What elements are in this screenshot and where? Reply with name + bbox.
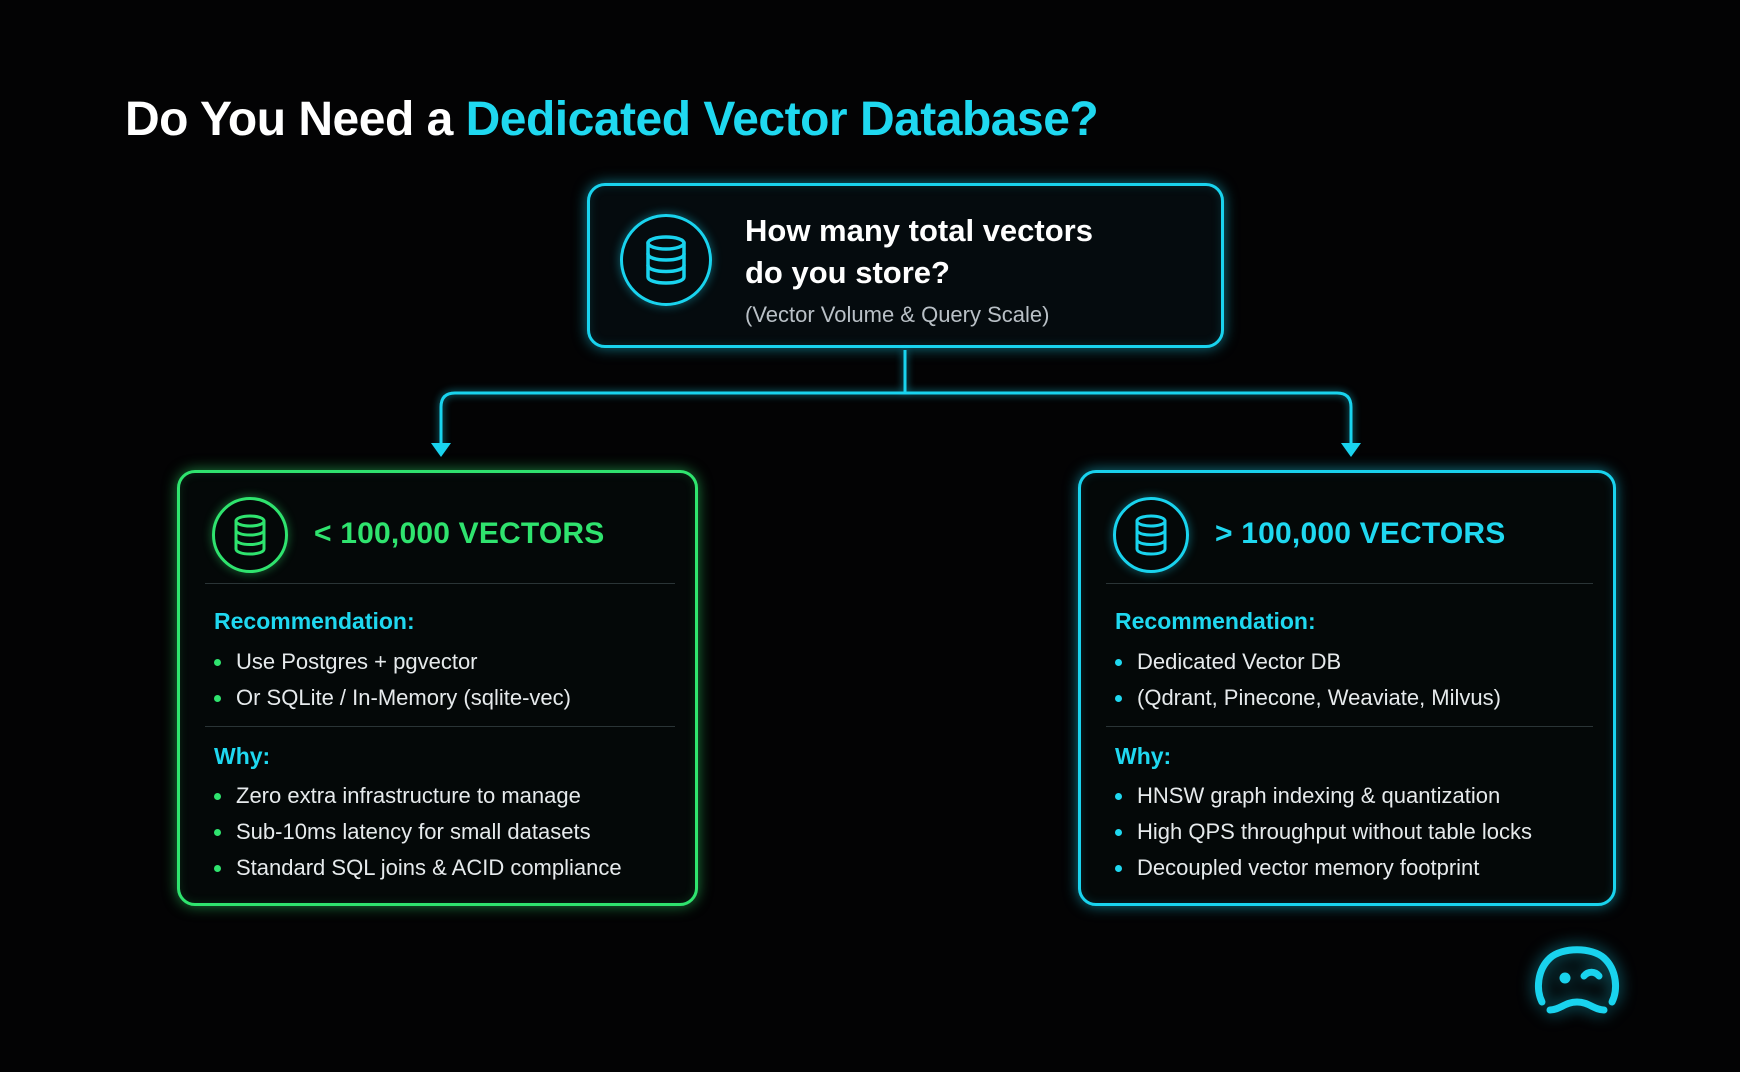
list-item: Standard SQL joins & ACID compliance xyxy=(214,850,622,886)
bullet-dot xyxy=(214,658,221,666)
recommendation-label: Recommendation: xyxy=(214,608,415,634)
reason-list: Zero extra infrastructure to manage Sub-… xyxy=(214,778,622,886)
list-item-text: (Qdrant, Pinecone, Weaviate, Milvus) xyxy=(1137,685,1501,710)
mascot-face-icon xyxy=(1534,946,1620,1014)
list-item-text: Sub-10ms latency for small datasets xyxy=(236,819,591,844)
card-heading: < 100,000 VECTORS xyxy=(314,517,605,550)
list-item-text: Decoupled vector memory footprint xyxy=(1137,855,1480,880)
list-item: Dedicated Vector DB xyxy=(1115,644,1501,680)
list-item: Sub-10ms latency for small datasets xyxy=(214,814,622,850)
recommendation-list: Use Postgres + pgvector Or SQLite / In-M… xyxy=(214,644,571,716)
bullet-dot xyxy=(1115,828,1122,836)
database-icon xyxy=(1113,497,1189,573)
divider xyxy=(1106,583,1593,584)
title-accent: Dedicated Vector Database? xyxy=(465,93,1099,146)
list-item: Use Postgres + pgvector xyxy=(214,644,571,680)
bullet-dot xyxy=(1115,658,1122,666)
list-item: HNSW graph indexing & quantization xyxy=(1115,778,1532,814)
arrow-left-icon xyxy=(431,443,451,457)
list-item: High QPS throughput without table locks xyxy=(1115,814,1532,850)
arrow-right-icon xyxy=(1341,443,1361,457)
list-item: Zero extra infrastructure to manage xyxy=(214,778,622,814)
list-item-text: Dedicated Vector DB xyxy=(1137,649,1342,674)
divider xyxy=(1106,726,1593,727)
why-label: Why: xyxy=(214,743,271,769)
bullet-dot xyxy=(214,694,221,702)
list-item-text: High QPS throughput without table locks xyxy=(1137,819,1533,844)
list-item-text: Or SQLite / In-Memory (sqlite-vec) xyxy=(236,685,571,710)
database-icon xyxy=(212,497,288,573)
list-item-text: Zero extra infrastructure to manage xyxy=(236,783,581,808)
list-item: Decoupled vector memory footprint xyxy=(1115,850,1532,886)
list-item-text: HNSW graph indexing & quantization xyxy=(1137,783,1501,808)
large-scale-card: > 100,000 VECTORS Recommendation: Dedica… xyxy=(1078,470,1616,906)
question-text: How many total vectors do you store? (Ve… xyxy=(745,210,1093,328)
question-line-2: do you store? xyxy=(745,255,950,290)
question-line-1: How many total vectors xyxy=(745,213,1093,248)
why-label: Why: xyxy=(1115,743,1172,769)
list-item-text: Standard SQL joins & ACID compliance xyxy=(236,855,622,880)
question-subtitle: (Vector Volume & Query Scale) xyxy=(745,302,1050,327)
bullet-dot xyxy=(214,864,221,872)
page-title: Do You Need a Dedicated Vector Database? xyxy=(125,92,1099,147)
card-heading: > 100,000 VECTORS xyxy=(1215,517,1506,550)
list-item-text: Use Postgres + pgvector xyxy=(236,649,478,674)
question-node: How many total vectors do you store? (Ve… xyxy=(587,183,1224,348)
database-icon xyxy=(620,214,712,306)
divider xyxy=(205,583,675,584)
connector-branch xyxy=(439,391,1353,450)
title-prefix: Do You Need a xyxy=(125,93,466,146)
reason-list: HNSW graph indexing & quantization High … xyxy=(1115,778,1532,886)
bullet-dot xyxy=(214,792,221,800)
recommendation-label: Recommendation: xyxy=(1115,608,1316,634)
bullet-dot xyxy=(1115,792,1122,800)
divider xyxy=(205,726,675,727)
bullet-dot xyxy=(1115,864,1122,872)
list-item: (Qdrant, Pinecone, Weaviate, Milvus) xyxy=(1115,680,1501,716)
bullet-dot xyxy=(214,828,221,836)
list-item: Or SQLite / In-Memory (sqlite-vec) xyxy=(214,680,571,716)
bullet-dot xyxy=(1115,694,1122,702)
small-scale-card: < 100,000 VECTORS Recommendation: Use Po… xyxy=(177,470,698,906)
recommendation-list: Dedicated Vector DB (Qdrant, Pinecone, W… xyxy=(1115,644,1501,716)
